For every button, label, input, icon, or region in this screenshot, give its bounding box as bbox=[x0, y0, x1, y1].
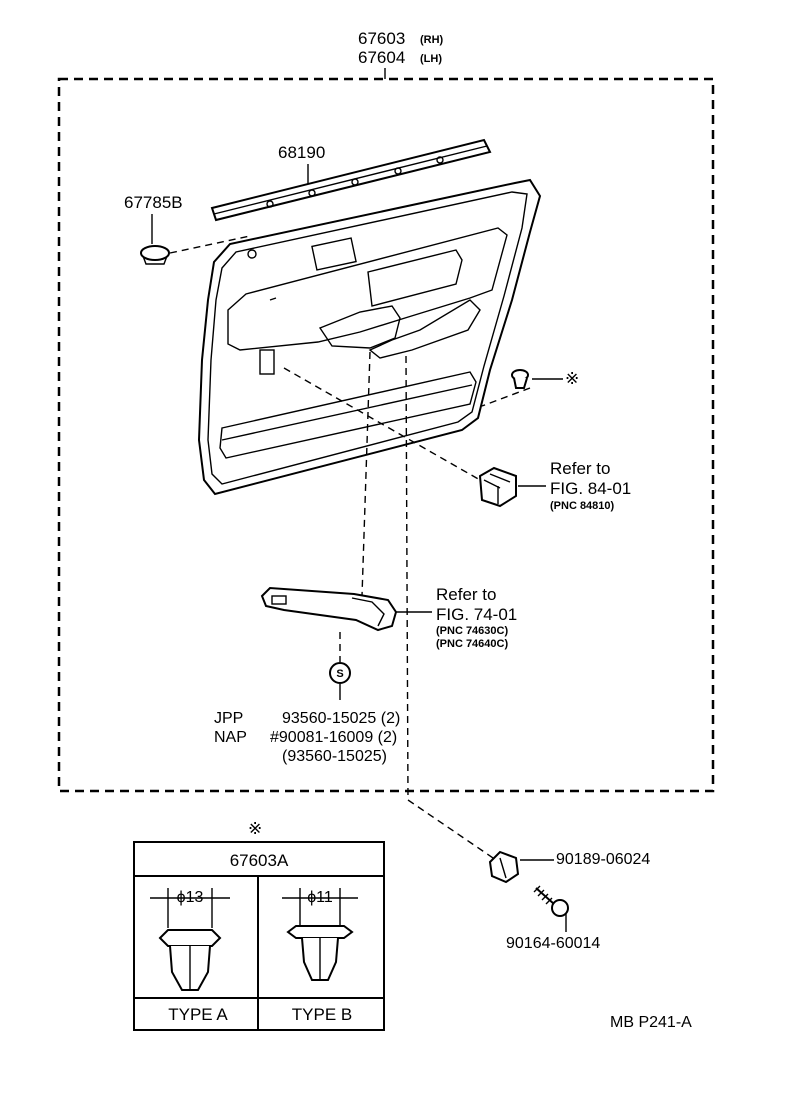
clip-dash bbox=[481, 387, 531, 407]
assembly-lh-number: 67604 bbox=[358, 48, 405, 67]
clip-type-table bbox=[133, 841, 385, 1031]
armrest-ref-pnc2: (PNC 74640C) bbox=[436, 638, 508, 650]
nap-value: #90081-16009 (2) bbox=[270, 729, 397, 746]
type-b-dimension: ϕ11 bbox=[307, 889, 333, 906]
door-trim-panel bbox=[197, 178, 542, 496]
clip-symbol: ※ bbox=[565, 369, 579, 388]
armrest-dash bbox=[361, 351, 371, 597]
cover-dash bbox=[169, 235, 251, 254]
switch-ref-pnc: (PNC 84810) bbox=[550, 500, 615, 512]
type-b-label: TYPE B bbox=[292, 1005, 352, 1024]
assembly-lh-tag: (LH) bbox=[420, 53, 442, 65]
weatherstrip-label: 68190 bbox=[278, 143, 325, 162]
jpp-label: JPP bbox=[214, 710, 243, 727]
armrest-ref-line1: Refer to bbox=[436, 585, 496, 604]
fastener-symbol: S bbox=[336, 668, 343, 680]
figure-code: MB P241-A bbox=[610, 1014, 692, 1031]
switch-dash bbox=[283, 367, 481, 481]
assembly-boundary bbox=[57, 77, 715, 793]
armrest-ref-line2: FIG. 74-01 bbox=[436, 605, 517, 624]
type-a-label: TYPE A bbox=[168, 1005, 228, 1024]
clip-part bbox=[511, 369, 529, 389]
weatherstrip-part bbox=[210, 138, 492, 222]
nap-alt-value: (93560-15025) bbox=[282, 748, 387, 765]
clip-table-part-number: 67603A bbox=[230, 851, 289, 870]
armrest-ref-pnc1: (PNC 74630C) bbox=[436, 625, 508, 637]
nut-label: 90189-06024 bbox=[556, 851, 650, 868]
cover-label: 67785B bbox=[124, 193, 183, 212]
assembly-rh-tag: (RH) bbox=[420, 34, 444, 46]
type-a-clip-drawing bbox=[150, 888, 230, 991]
window-switch-part bbox=[478, 466, 517, 508]
screw-dash-vertical bbox=[405, 355, 409, 801]
clip-table-symbol: ※ bbox=[248, 819, 262, 838]
assembly-rh-number: 67603 bbox=[358, 29, 405, 48]
cover-part bbox=[140, 245, 170, 265]
screw-label: 90164-60014 bbox=[506, 935, 600, 952]
type-b-clip-drawing bbox=[282, 888, 358, 981]
jpp-value: 93560-15025 (2) bbox=[282, 710, 400, 727]
switch-ref-line2: FIG. 84-01 bbox=[550, 479, 631, 498]
screw-dash-diagonal bbox=[407, 799, 497, 861]
screw-part bbox=[533, 885, 569, 917]
switch-ref-line1: Refer to bbox=[550, 459, 610, 478]
fastener-circle bbox=[329, 662, 351, 684]
nap-label: NAP bbox=[214, 729, 247, 746]
type-a-dimension: ϕ13 bbox=[177, 889, 204, 906]
nut-part bbox=[488, 850, 520, 884]
armrest-part bbox=[260, 586, 398, 632]
